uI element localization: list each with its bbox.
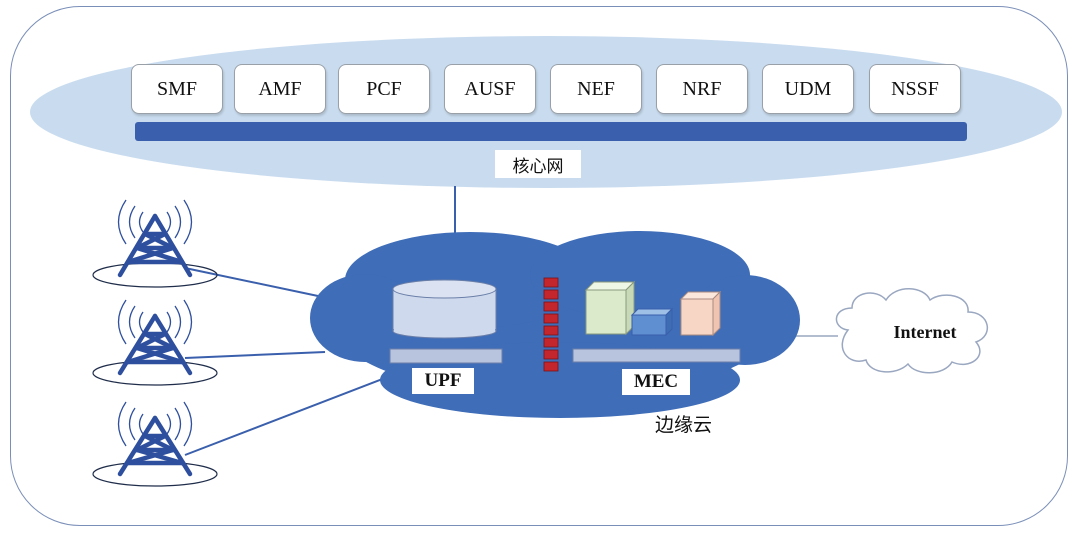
nf-box-ausf: AUSF [444,64,536,114]
core-service-bus [135,122,967,141]
tower-link-2 [184,351,326,359]
nf-box-pcf: PCF [338,64,430,114]
mec-server-icon [584,280,722,337]
upf-platform [389,348,503,364]
tower-link-1 [184,267,319,297]
mec-platform [572,348,741,363]
cell-tower-icon-1 [92,199,218,288]
upf-label: UPF [412,368,474,394]
cell-tower-icon-3 [92,401,218,487]
internet-label: Internet [893,322,957,342]
upf-storage-icon [392,279,497,339]
nf-box-nef: NEF [550,64,642,114]
nf-box-smf: SMF [131,64,223,114]
edge-cloud-shape [310,231,800,418]
edge-cloud-label: 边缘云 [655,415,713,436]
nf-box-udm: UDM [762,64,854,114]
nf-box-nssf: NSSF [869,64,961,114]
mec-label: MEC [622,369,690,395]
nf-box-amf: AMF [234,64,326,114]
nf-box-nrf: NRF [656,64,748,114]
core-network-label: 核心网 [495,150,581,178]
internet-cloud-icon [835,288,989,374]
tower-link-3 [184,377,386,456]
cell-tower-icon-2 [92,299,218,386]
firewall-icon [543,277,559,372]
